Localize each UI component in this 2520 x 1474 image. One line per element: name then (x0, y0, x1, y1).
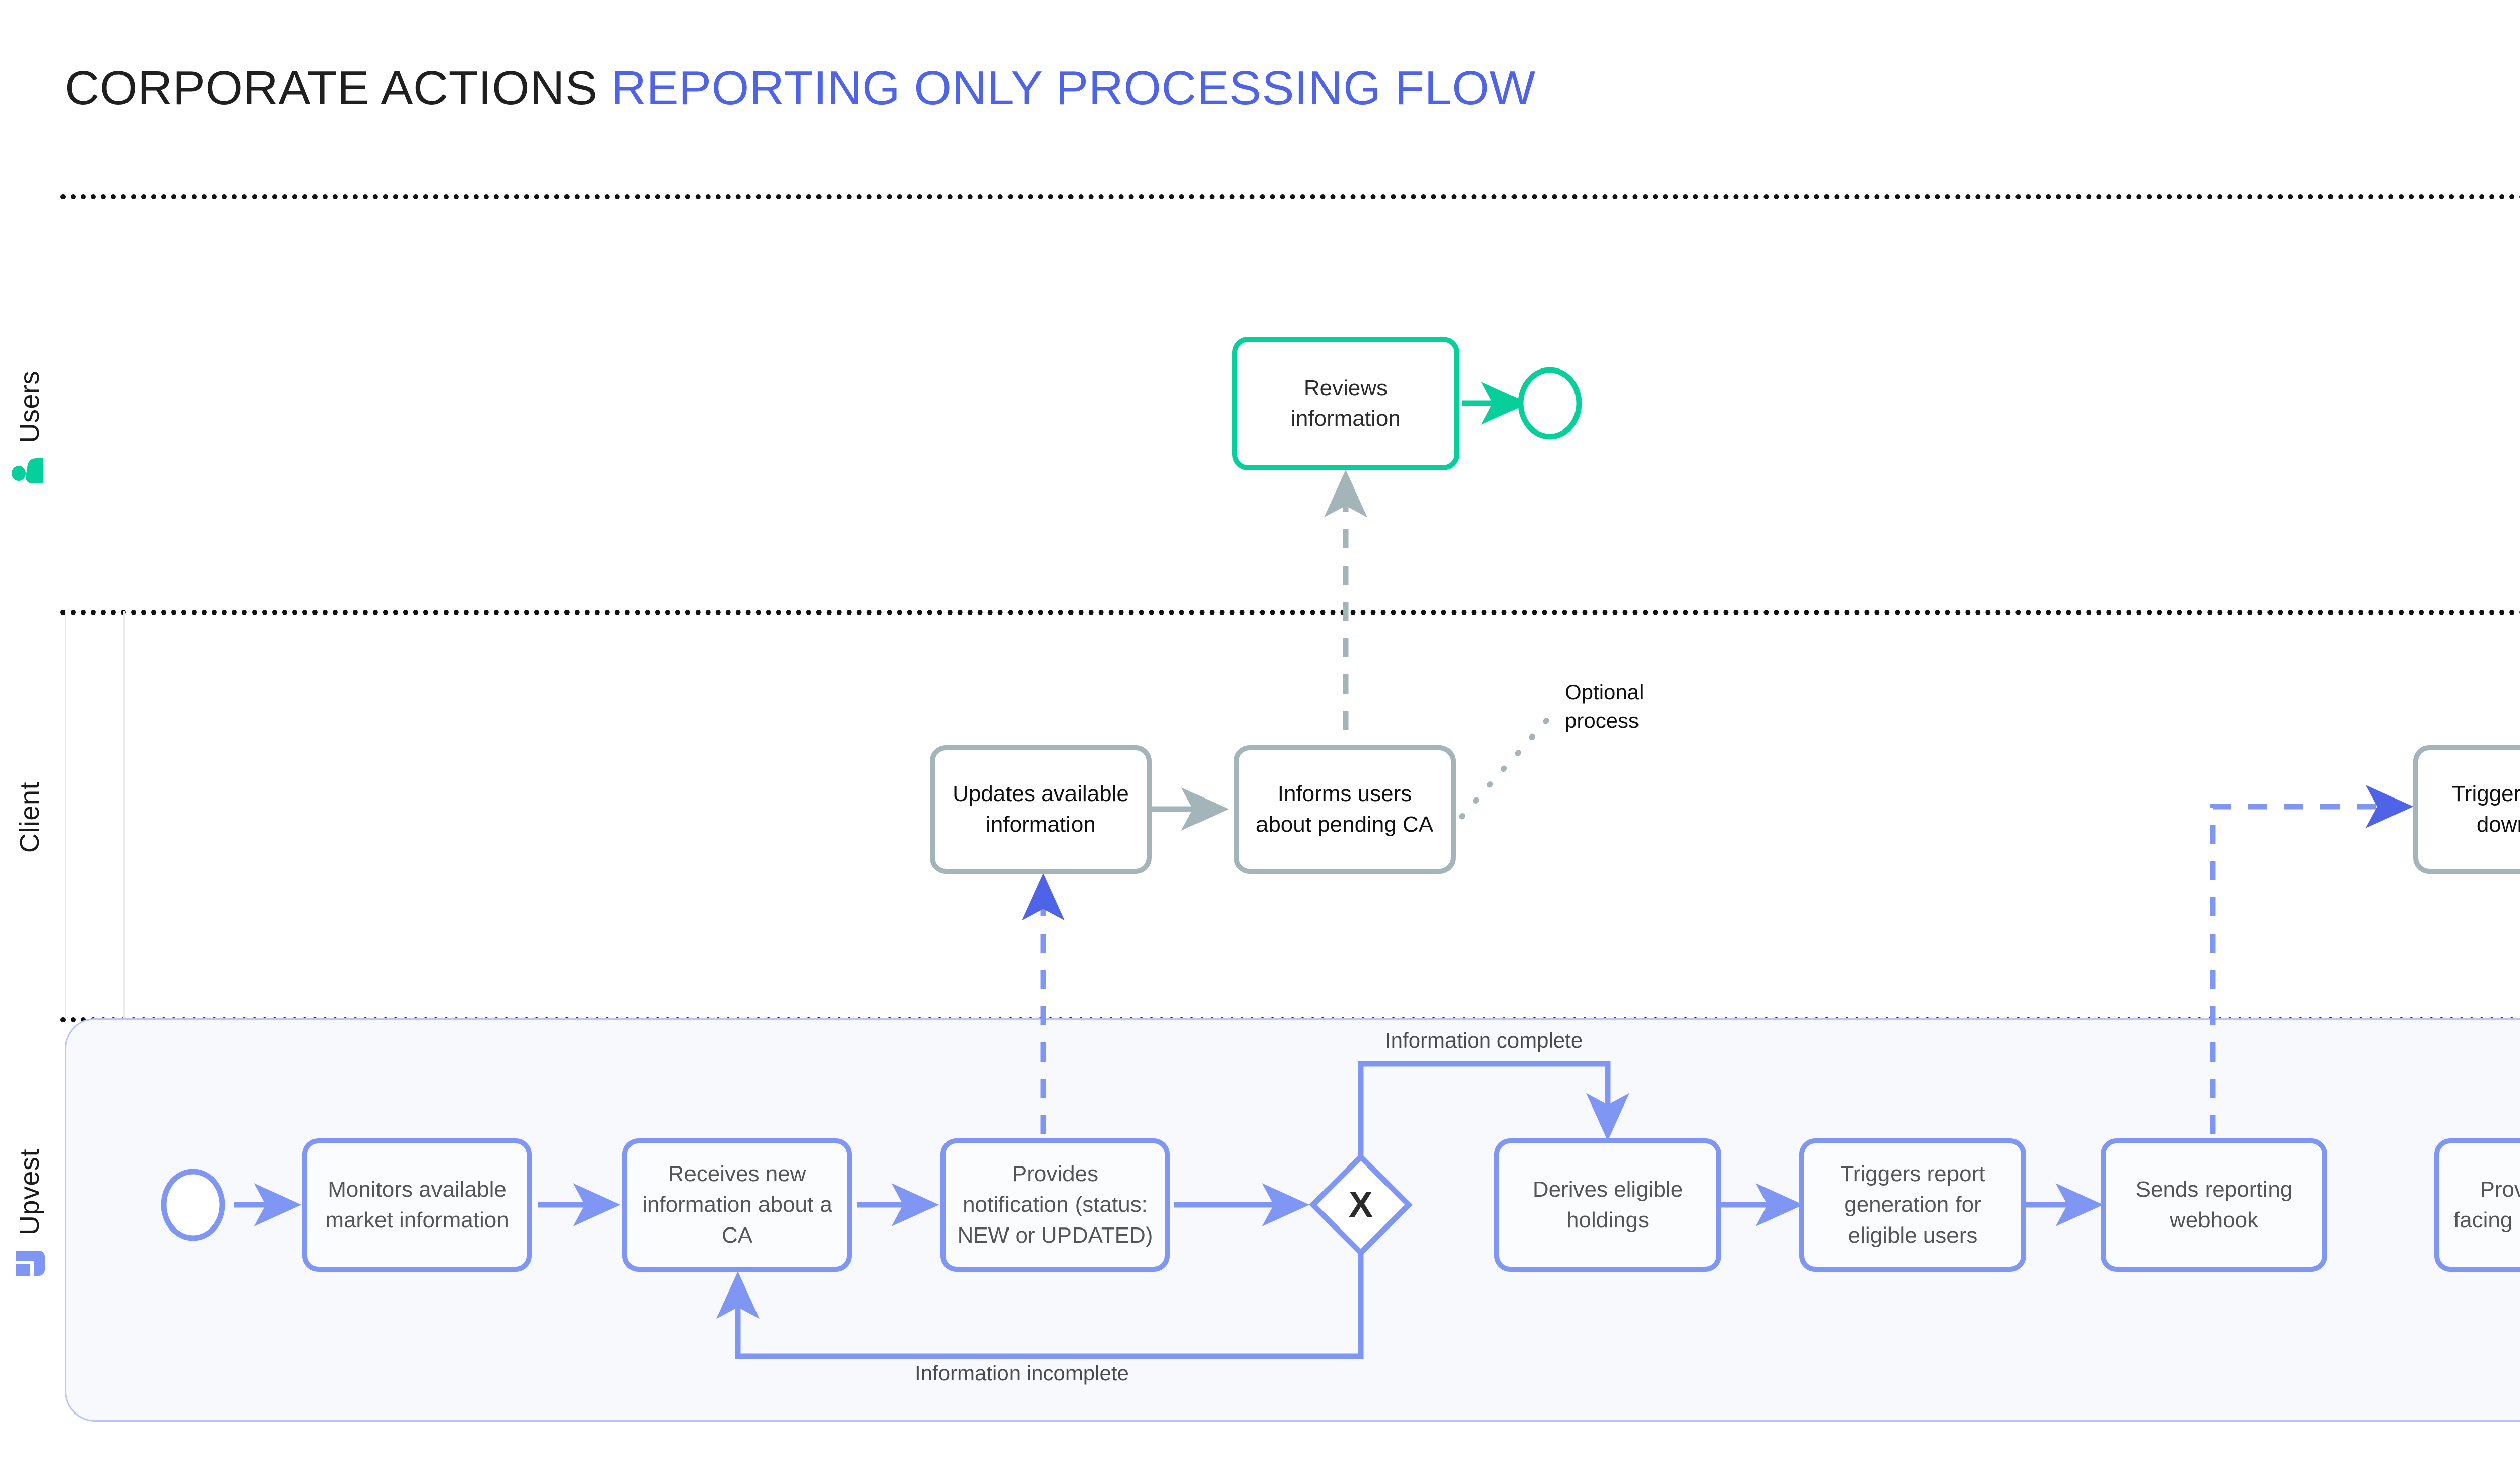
task-provides-user-facing-report[interactable]: Provides user facing report (PDF) (2434, 1138, 2520, 1272)
exclusive-gateway-marker: X (1349, 1185, 1373, 1225)
edge-webhook-to-triggers-download (2210, 785, 2414, 1134)
users-logo-icon (12, 458, 43, 483)
start-event-circle (161, 1169, 225, 1241)
end-event-circle-1 (1518, 367, 1582, 440)
task-triggers-report-download-label: Triggers report download (2451, 781, 2520, 837)
task-informs-users-about-pending-ca[interactable]: Informs users about pending CA (1234, 745, 1456, 874)
lane-label-users: Users (0, 323, 59, 534)
task-monitors-available-market-information[interactable]: Monitors available market information (302, 1138, 532, 1272)
client-lane-rail (65, 611, 125, 1018)
task-reviews-information[interactable]: Reviews information (1232, 337, 1459, 470)
task-derives-eligible-holdings-label: Derives eligible holdings (1532, 1177, 1683, 1233)
task-derives-eligible-holdings[interactable]: Derives eligible holdings (1494, 1138, 1721, 1272)
task-reviews-information-label: Reviews information (1291, 375, 1401, 431)
lane-separator-top (60, 194, 2520, 199)
task-provides-notification-label: Provides notification (status: NEW or UP… (957, 1161, 1153, 1248)
title-primary: CORPORATE ACTIONS (65, 61, 598, 115)
title-secondary: REPORTING ONLY PROCESSING FLOW (611, 61, 1536, 115)
lane-label-upvest: Upvest (0, 1109, 59, 1321)
edge-label-information-incomplete: Information incomplete (915, 1361, 1129, 1385)
page-title: CORPORATE ACTIONS REPORTING ONLY PROCESS… (65, 60, 1536, 116)
edge-label-information-complete: Information complete (1385, 1028, 1583, 1052)
task-triggers-report-download[interactable]: Triggers report download (2413, 745, 2520, 874)
task-triggers-report-generation-label: Triggers report generation for eligible … (1840, 1161, 1985, 1248)
edge-gateway-information-incomplete (716, 1253, 1364, 1359)
upvest-logo-icon (16, 1250, 45, 1276)
task-receives-new-information-about-a-ca[interactable]: Receives new information about a CA (622, 1138, 852, 1272)
edge-gateway-information-complete (1358, 1061, 1629, 1157)
task-receives-new-information-about-a-ca-label: Receives new information about a CA (642, 1161, 832, 1248)
annotation-optional-process-line2: process (1565, 708, 1640, 732)
task-informs-users-about-pending-ca-label: Informs users about pending CA (1255, 781, 1434, 837)
task-provides-notification[interactable]: Provides notification (status: NEW or UP… (940, 1138, 1170, 1272)
task-sends-reporting-webhook[interactable]: Sends reporting webhook (2101, 1138, 2327, 1272)
annotation-optional-process: Optional process (1565, 678, 1644, 735)
lane-separator-users-client (60, 610, 2520, 615)
task-updates-available-information-label: Updates available information (953, 781, 1129, 837)
task-sends-reporting-webhook-label: Sends reporting webhook (2135, 1177, 2293, 1233)
annotation-optional-process-line1: Optional (1565, 680, 1644, 704)
task-triggers-report-generation[interactable]: Triggers report generation for eligible … (1799, 1138, 2026, 1272)
task-updates-available-information[interactable]: Updates available information (930, 745, 1152, 874)
exclusive-gateway-diamond (1309, 1153, 1413, 1257)
task-provides-user-facing-report-label: Provides user facing report (PDF) (2453, 1177, 2520, 1233)
annotation-leader-optional-process (1459, 705, 1560, 820)
task-monitors-available-market-information-label: Monitors available market information (325, 1177, 509, 1233)
